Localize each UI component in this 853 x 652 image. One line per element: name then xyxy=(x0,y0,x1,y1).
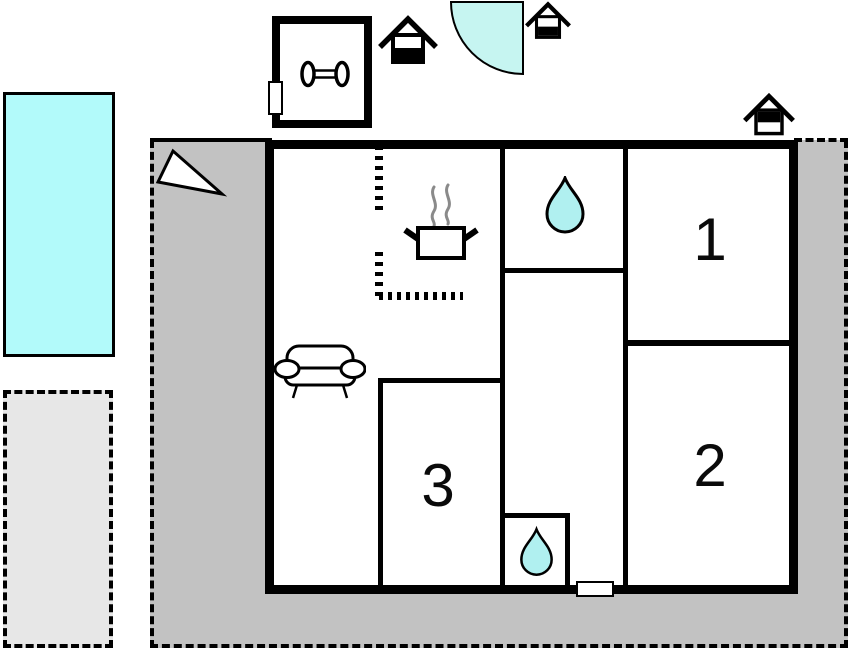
stove-pot-icon xyxy=(403,183,479,260)
wall-bathroom2-top xyxy=(503,513,570,518)
sofa-icon xyxy=(274,344,366,399)
water-drop-icon xyxy=(520,525,553,576)
terrace-top-edge-dashed xyxy=(794,138,848,142)
wall-corridor-right xyxy=(623,147,628,588)
wall-corridor-left xyxy=(500,147,505,588)
house-marker-icon xyxy=(525,1,571,39)
wall-room3-top xyxy=(378,378,505,383)
room-3-label: 3 xyxy=(421,452,455,519)
door-swing-icon xyxy=(450,0,524,76)
house-marker-icon xyxy=(743,92,795,136)
water-drop-icon xyxy=(545,176,585,234)
terrace-top-edge-solid xyxy=(150,138,272,142)
dumbbell-icon xyxy=(300,60,350,88)
wall-room1-room2-divider xyxy=(626,340,792,346)
swimming-pool xyxy=(3,92,115,357)
house-entry-door xyxy=(576,581,614,597)
gym-door xyxy=(268,81,283,115)
room-2-label: 2 xyxy=(693,432,727,499)
wall-bathroom-top-bottom xyxy=(503,268,628,273)
room-1-label: 1 xyxy=(693,206,727,273)
parking-pad xyxy=(3,390,113,648)
wall-bathroom2-right xyxy=(565,513,570,590)
kitchen-boundary-dashes xyxy=(375,146,463,300)
wall-room3-left xyxy=(378,381,383,588)
house-marker-icon xyxy=(378,15,438,64)
north-arrow-icon xyxy=(155,148,227,197)
